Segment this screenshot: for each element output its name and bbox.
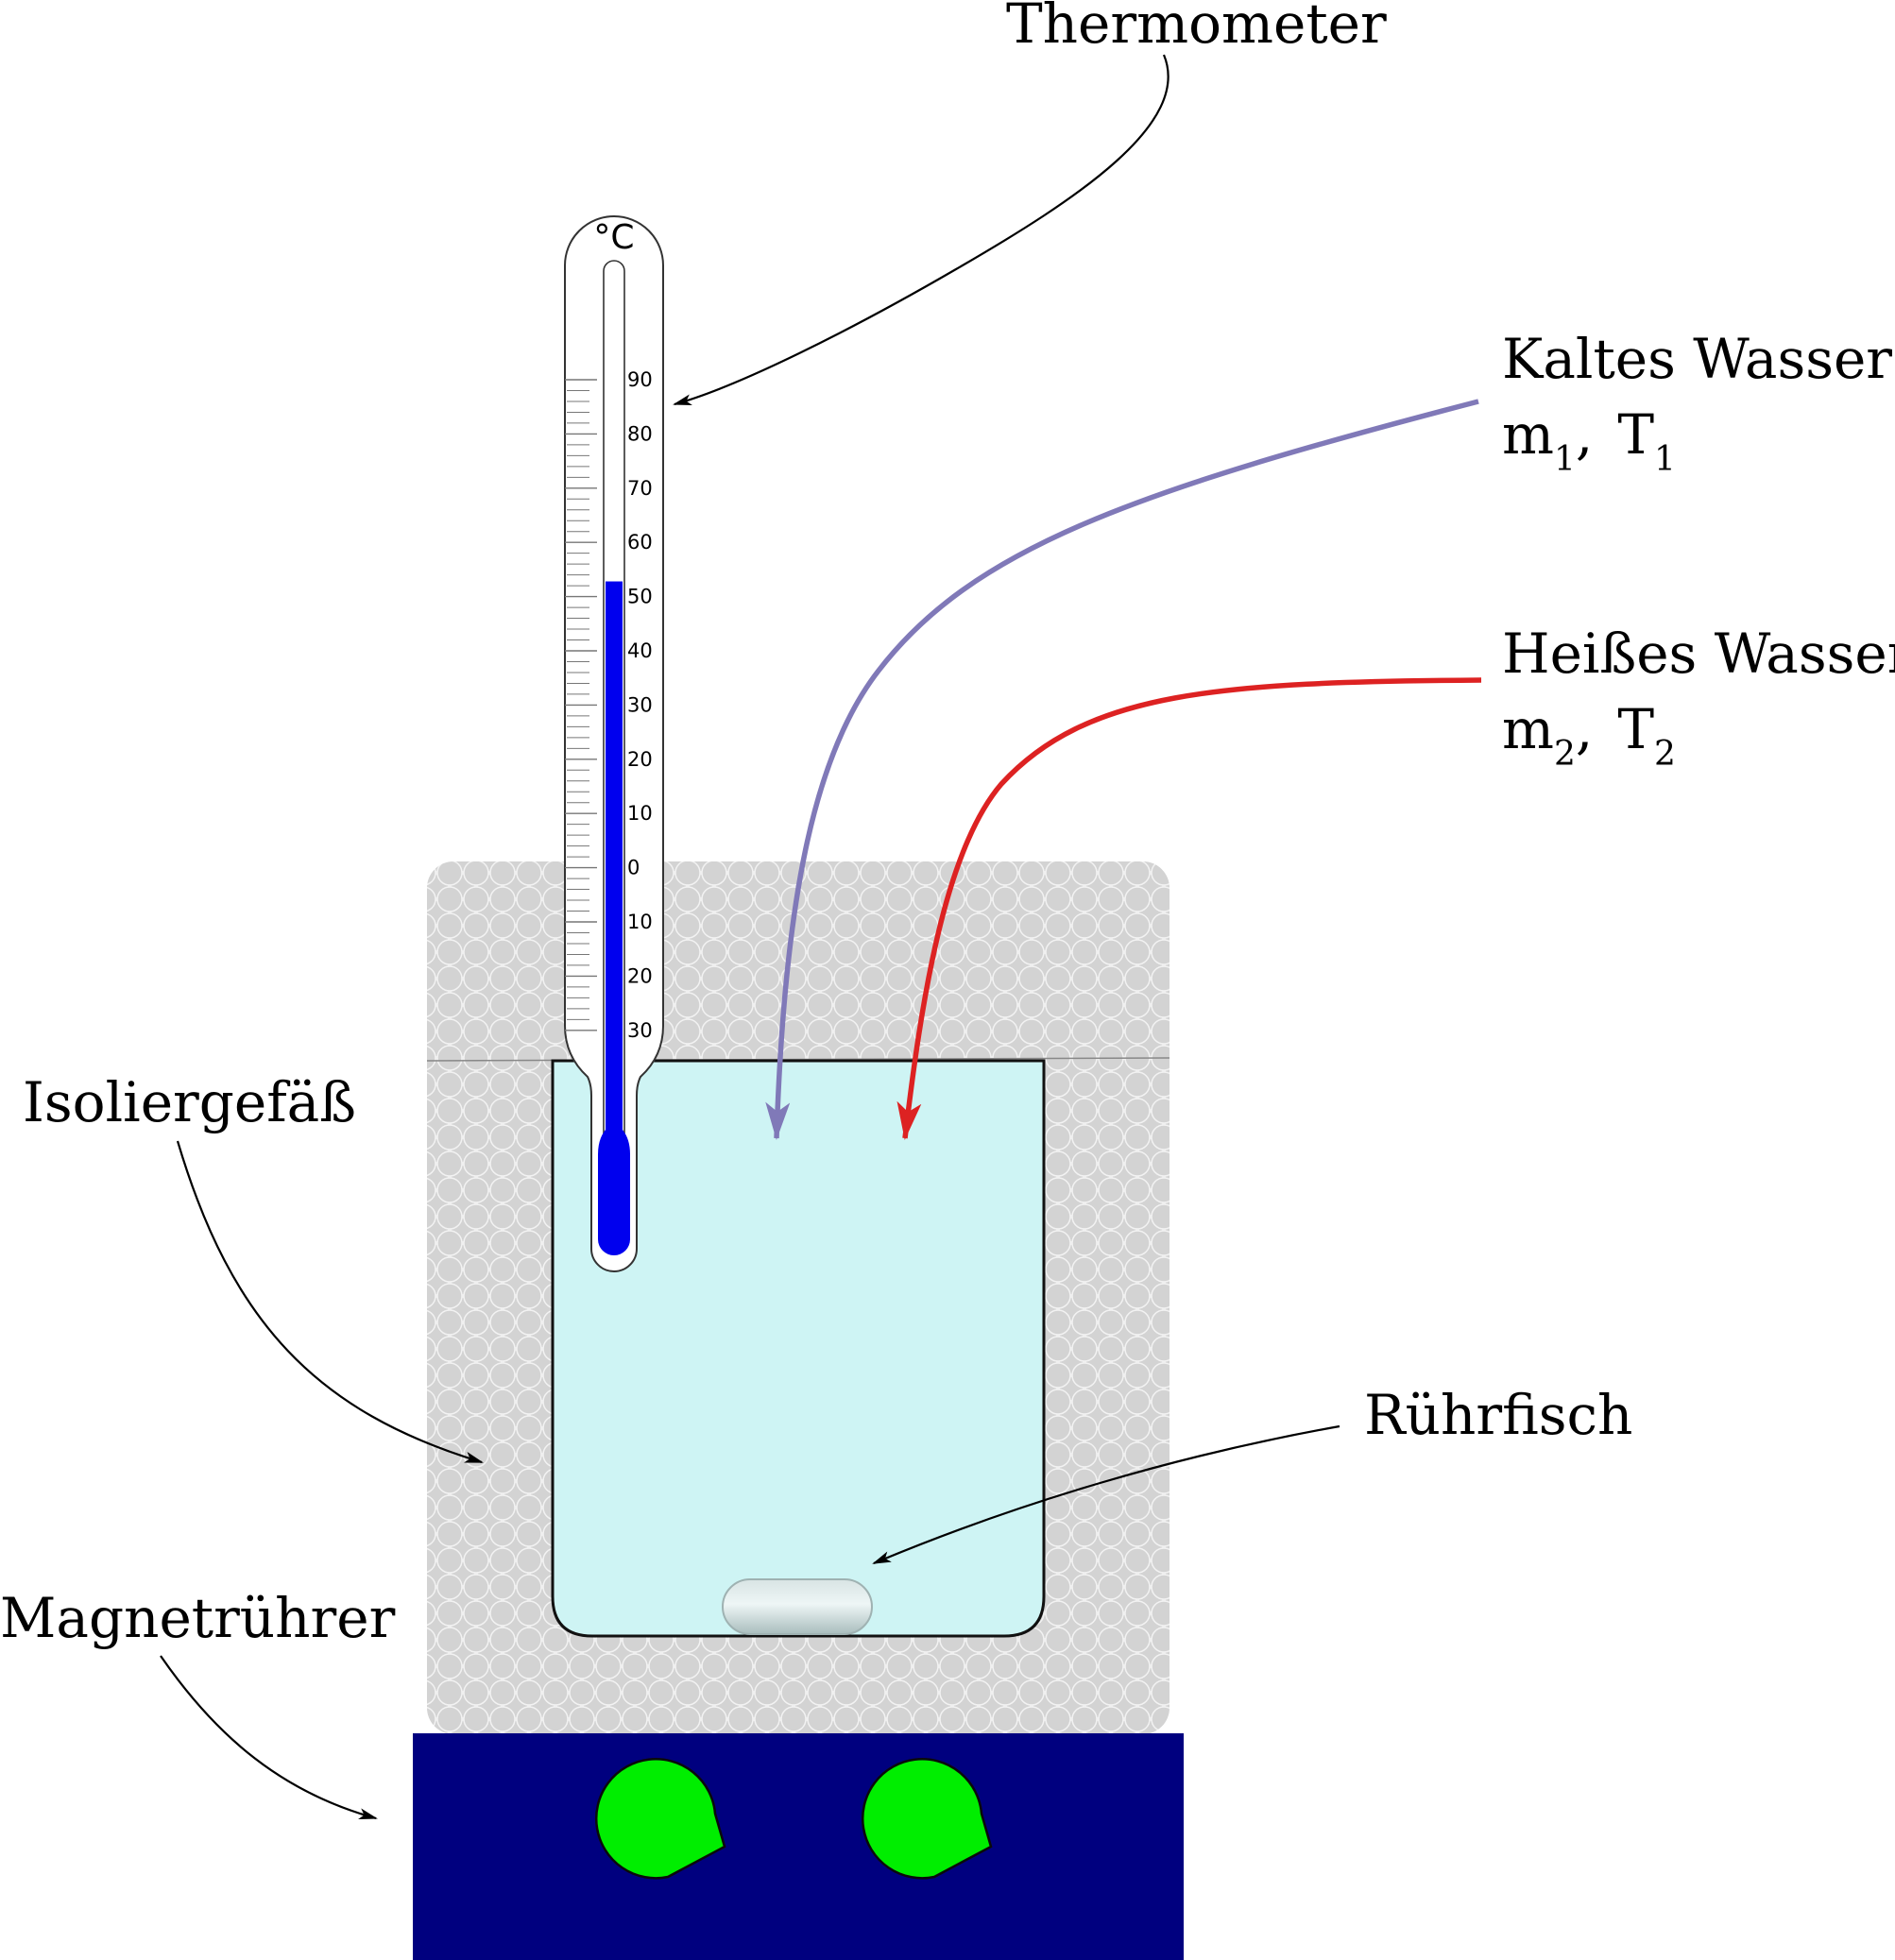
scale-label: 0 bbox=[627, 857, 640, 879]
stir-bar-label: Rührfisch bbox=[1364, 1383, 1632, 1447]
mercury-column bbox=[606, 581, 623, 1126]
scale-label: 90 bbox=[627, 368, 653, 391]
hot-formula-separator: , bbox=[1576, 697, 1593, 761]
magnetic-stirrer bbox=[413, 1733, 1184, 1960]
thermometer-ticks bbox=[565, 379, 597, 1031]
stirrer-base bbox=[413, 1733, 1184, 1960]
cold-water-formula: m1,T1 bbox=[1502, 402, 1676, 479]
magnetic-stirrer-pointer-arrow bbox=[160, 1655, 378, 1820]
unit-label: °C bbox=[593, 218, 634, 257]
water bbox=[551, 1059, 1046, 1638]
mercury-bulb bbox=[598, 1122, 630, 1255]
insulated-vessel bbox=[426, 861, 1170, 1734]
thermometer-pointer-arrow bbox=[673, 54, 1169, 406]
thermometer: °C 90 80 70 60 50 40 30 20 10 0 10 20 30 bbox=[564, 215, 664, 1272]
scale-label: 80 bbox=[627, 422, 653, 445]
hot-temperature-subscript: 2 bbox=[1654, 735, 1676, 774]
hot-temperature-symbol: T bbox=[1617, 697, 1654, 761]
cold-water-arrow bbox=[765, 399, 1479, 1140]
cold-formula-separator: , bbox=[1576, 402, 1593, 467]
stirrer-knob-right bbox=[861, 1758, 993, 1880]
scale-label: 20 bbox=[627, 964, 653, 987]
scale-label: 70 bbox=[627, 477, 653, 500]
cold-mass-symbol: m bbox=[1502, 402, 1554, 467]
hot-mass-subscript: 2 bbox=[1554, 735, 1576, 774]
cold-temperature-symbol: T bbox=[1617, 402, 1654, 467]
scale-label: 50 bbox=[627, 586, 653, 608]
scale-label: 60 bbox=[627, 531, 653, 554]
cold-temperature-subscript: 1 bbox=[1654, 440, 1676, 479]
hot-water-formula: m2,T2 bbox=[1502, 697, 1676, 774]
thermometer-scale: 90 80 70 60 50 40 30 20 10 0 10 20 30 bbox=[627, 368, 653, 1042]
cold-mass-subscript: 1 bbox=[1554, 440, 1576, 479]
hot-water-arrow bbox=[896, 677, 1482, 1140]
scale-label: 20 bbox=[627, 748, 653, 771]
stir-bar-pointer-arrow bbox=[872, 1424, 1340, 1565]
insulated-vessel-label: Isoliergefäß bbox=[23, 1070, 356, 1134]
stir-bar bbox=[722, 1578, 873, 1635]
stirrer-knob-left bbox=[594, 1758, 726, 1880]
scale-label: 40 bbox=[627, 639, 653, 662]
scale-label: 30 bbox=[627, 693, 653, 716]
scale-label: 10 bbox=[627, 802, 653, 825]
magnetic-stirrer-label: Magnetrührer bbox=[0, 1586, 396, 1650]
hot-water-label: Heißes Wasser bbox=[1502, 622, 1895, 686]
scale-label: 10 bbox=[627, 911, 653, 933]
scale-label: 30 bbox=[627, 1019, 653, 1042]
cold-water-label: Kaltes Wasser bbox=[1502, 327, 1892, 391]
hot-mass-symbol: m bbox=[1502, 697, 1554, 761]
thermometer-label: Thermometer bbox=[1006, 0, 1387, 56]
insulated-vessel-pointer-arrow bbox=[176, 1140, 484, 1464]
